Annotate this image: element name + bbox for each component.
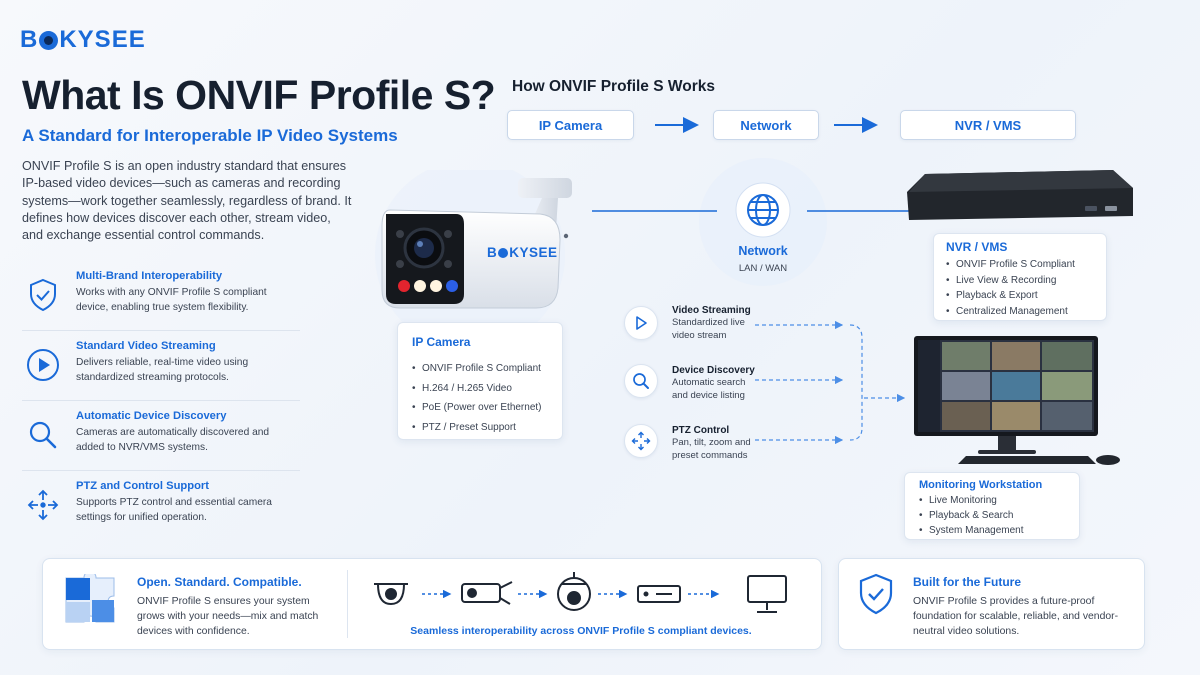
search-icon (24, 416, 62, 454)
ip-camera-card-title: IP Camera (412, 335, 471, 349)
camera-brand-logo: B KYSEE (487, 245, 558, 260)
move-arrows-icon (624, 424, 658, 458)
camera-logo-start: B (487, 245, 498, 260)
camera-logo-eye-icon (498, 248, 509, 258)
protocol-title: Video Streaming (672, 305, 751, 316)
logo-eye-icon (39, 30, 59, 50)
protocol-desc: Standardized live (672, 317, 745, 328)
divider (22, 470, 300, 471)
nvr-card: NVR / VMS ONVIF Profile S Compliant Live… (933, 233, 1107, 321)
nvr-box-icon (637, 585, 681, 603)
flow-step-network: Network (713, 110, 819, 140)
protocol-desc: video stream (672, 330, 727, 341)
list-item: Live Monitoring (919, 493, 1065, 508)
camera-logo-end: KYSEE (509, 245, 558, 260)
divider (22, 400, 300, 401)
protocol-device-discovery: Device Discovery Automatic search and de… (672, 365, 762, 402)
compatibility-panel (42, 558, 822, 650)
protocol-desc: Automatic search (672, 377, 746, 388)
list-item: ONVIF Profile S Compliant (946, 257, 1094, 273)
page-subtitle: A Standard for Interoperable IP Video Sy… (22, 126, 398, 145)
list-item: ONVIF Profile S Compliant (412, 359, 548, 379)
list-item: H.264 / H.265 Video (412, 379, 548, 399)
protocol-ptz-control: PTZ Control Pan, tilt, zoom and preset c… (672, 425, 762, 462)
compatibility-desc: ONVIF Profile S ensures your system grow… (137, 596, 319, 637)
list-item: Playback & Search (919, 508, 1065, 523)
feature-desc: Delivers reliable, real-time video using… (76, 357, 249, 383)
feature-interoperability: Multi-Brand Interoperability Works with … (22, 270, 312, 332)
protocol-title: PTZ Control (672, 425, 730, 436)
ptz-camera-icon (557, 572, 591, 611)
protocol-video-streaming: Video Streaming Standardized live video … (672, 305, 762, 342)
list-item: PTZ / Preset Support (412, 418, 548, 438)
dome-camera-icon (374, 583, 408, 606)
future-panel (838, 558, 1145, 650)
list-item: Playback & Export (946, 288, 1094, 304)
nvr-image (907, 170, 1133, 220)
logo-text-end: KYSEE (59, 26, 146, 53)
bullet-camera-icon (461, 581, 513, 605)
feature-streaming: Standard Video Streaming Delivers reliab… (22, 340, 312, 402)
protocol-title: Device Discovery (672, 365, 755, 376)
list-item: Centralized Management (946, 304, 1094, 320)
play-icon (24, 346, 62, 384)
shield-check-icon (858, 573, 894, 620)
page-title: What Is ONVIF Profile S? (22, 72, 496, 118)
logo-text-start: B (20, 26, 39, 53)
intro-paragraph: ONVIF Profile S is an open industry stan… (22, 159, 352, 243)
device-icon-row (374, 572, 787, 613)
feature-desc: Cameras are automatically discovered and… (76, 427, 270, 453)
protocol-desc: preset commands (672, 450, 748, 461)
shield-check-icon (24, 276, 62, 314)
feature-title: Automatic Device Discovery (76, 410, 227, 422)
divider (22, 330, 300, 331)
feature-discovery: Automatic Device Discovery Cameras are a… (22, 410, 312, 472)
play-icon (624, 306, 658, 340)
network-label: Network (738, 244, 788, 258)
monitoring-workstation-image (914, 336, 1120, 465)
feature-title: PTZ and Control Support (76, 480, 209, 492)
list-item: PoE (Power over Ethernet) (412, 398, 548, 418)
protocol-merge-dash (849, 324, 863, 441)
network-sublabel: LAN / WAN (738, 263, 788, 274)
puzzle-icon (62, 571, 120, 631)
flow-step-nvr: NVR / VMS (900, 110, 1076, 140)
flow-heading: How ONVIF Profile S Works (512, 78, 715, 95)
globe-icon (745, 192, 781, 233)
brand-logo: B KYSEE (20, 26, 146, 54)
ip-camera-image (375, 170, 572, 330)
feature-ptz: PTZ and Control Support Supports PTZ con… (22, 480, 312, 542)
protocol-desc: and device listing (672, 390, 745, 401)
nvr-card-title: NVR / VMS (946, 240, 1008, 254)
monitor-icon (747, 575, 787, 613)
devices-caption: Seamless interoperability across ONVIF P… (410, 625, 752, 637)
ip-camera-card: IP Camera ONVIF Profile S Compliant H.26… (397, 322, 563, 440)
feature-desc: Works with any ONVIF Profile S compliant… (76, 287, 267, 313)
workstation-card: Monitoring Workstation Live Monitoring P… (904, 472, 1080, 540)
divider (347, 570, 348, 638)
protocol-desc: Pan, tilt, zoom and (672, 437, 751, 448)
workstation-card-title: Monitoring Workstation (919, 479, 1043, 491)
feature-title: Standard Video Streaming (76, 340, 216, 352)
future-desc: ONVIF Profile S provides a future-proof … (913, 596, 1119, 637)
compatibility-title: Open. Standard. Compatible. (137, 575, 302, 589)
feature-title: Multi-Brand Interoperability (76, 270, 223, 282)
feature-desc: Supports PTZ control and essential camer… (76, 497, 272, 523)
move-arrows-icon (24, 486, 62, 524)
flow-step-ip-camera: IP Camera (507, 110, 634, 140)
search-icon (624, 364, 658, 398)
future-title: Built for the Future (913, 575, 1021, 589)
list-item: System Management (919, 523, 1065, 538)
list-item: Live View & Recording (946, 273, 1094, 289)
